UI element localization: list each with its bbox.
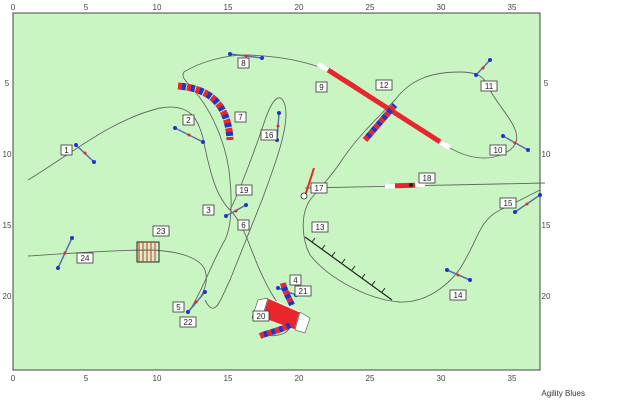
svg-text:9: 9 bbox=[319, 83, 324, 92]
y-tick-left: 15 bbox=[3, 221, 12, 230]
svg-text:14: 14 bbox=[454, 291, 463, 300]
jump-2 bbox=[173, 126, 205, 144]
x-tick-top: 20 bbox=[295, 3, 304, 12]
label-23: 23 bbox=[152, 225, 170, 237]
svg-text:21: 21 bbox=[299, 287, 308, 296]
tunnel-7-stripes bbox=[177, 82, 234, 141]
label-16: 16 bbox=[260, 129, 278, 141]
x-tick-bottom: 10 bbox=[153, 374, 162, 383]
svg-text:2: 2 bbox=[186, 116, 191, 125]
x-tick-bottom: 30 bbox=[437, 374, 446, 383]
x-axis-bottom: 0 5 10 15 20 25 30 35 bbox=[11, 374, 517, 383]
label-9: 9 bbox=[315, 81, 328, 93]
svg-text:7: 7 bbox=[238, 113, 243, 122]
svg-text:20: 20 bbox=[257, 312, 266, 321]
y-tick-right: 10 bbox=[542, 150, 551, 159]
svg-text:19: 19 bbox=[240, 186, 249, 195]
x-tick-top: 5 bbox=[84, 3, 89, 12]
x-tick-top: 25 bbox=[366, 3, 375, 12]
x-tick-bottom: 15 bbox=[224, 374, 233, 383]
aframe-20 bbox=[251, 282, 311, 339]
x-tick-bottom: 5 bbox=[84, 374, 89, 383]
jump-17 bbox=[300, 167, 315, 200]
tire-23 bbox=[136, 241, 160, 263]
tunnel-7 bbox=[177, 82, 234, 141]
label-22: 22 bbox=[179, 316, 197, 328]
svg-text:11: 11 bbox=[485, 82, 494, 91]
label-19: 19 bbox=[235, 184, 253, 196]
jump-22 bbox=[186, 290, 207, 314]
jump-24 bbox=[56, 236, 74, 270]
svg-text:10: 10 bbox=[494, 146, 503, 155]
svg-text:13: 13 bbox=[316, 223, 325, 232]
svg-text:3: 3 bbox=[206, 206, 211, 215]
x-tick-bottom: 20 bbox=[295, 374, 304, 383]
label-5: 5 bbox=[172, 301, 185, 313]
label-18: 18 bbox=[418, 172, 436, 184]
y-tick-right: 20 bbox=[542, 292, 551, 301]
x-tick-top: 35 bbox=[508, 3, 517, 12]
svg-text:16: 16 bbox=[265, 131, 274, 140]
svg-text:17: 17 bbox=[315, 184, 324, 193]
label-11: 11 bbox=[480, 80, 498, 92]
y-axis-right: 5 10 15 20 bbox=[542, 79, 551, 301]
svg-text:12: 12 bbox=[380, 81, 389, 90]
y-tick-left: 5 bbox=[5, 79, 10, 88]
svg-text:18: 18 bbox=[423, 174, 432, 183]
label-24: 24 bbox=[76, 252, 94, 264]
label-7: 7 bbox=[234, 111, 247, 123]
obstacle-labels: 1 2 3 4 5 6 7 8 9 10 11 12 13 14 15 16 1… bbox=[60, 57, 517, 328]
y-axis-left: 5 10 15 20 bbox=[3, 79, 12, 301]
svg-text:15: 15 bbox=[504, 199, 513, 208]
label-15: 15 bbox=[499, 197, 517, 209]
svg-text:6: 6 bbox=[241, 221, 246, 230]
x-tick-bottom: 0 bbox=[11, 374, 16, 383]
label-2: 2 bbox=[182, 114, 195, 126]
seesaw-18 bbox=[384, 182, 426, 189]
svg-text:23: 23 bbox=[157, 227, 166, 236]
x-tick-bottom: 25 bbox=[366, 374, 375, 383]
label-12: 12 bbox=[375, 79, 393, 91]
footer-credit: Agility Blues bbox=[541, 389, 585, 398]
jump-14 bbox=[445, 268, 472, 282]
x-tick-top: 10 bbox=[153, 3, 162, 12]
jump-10 bbox=[501, 134, 530, 152]
label-21: 21 bbox=[294, 285, 312, 297]
label-14: 14 bbox=[449, 289, 467, 301]
jump-11 bbox=[474, 58, 492, 77]
x-axis-top: 0 5 10 15 20 25 30 35 bbox=[11, 3, 517, 12]
svg-text:5: 5 bbox=[176, 303, 181, 312]
jump-6 bbox=[224, 203, 248, 218]
svg-text:24: 24 bbox=[81, 254, 90, 263]
label-13: 13 bbox=[311, 221, 329, 233]
svg-text:8: 8 bbox=[241, 59, 246, 68]
x-tick-top: 0 bbox=[11, 3, 16, 12]
x-tick-bottom: 35 bbox=[508, 374, 517, 383]
label-17: 17 bbox=[310, 182, 328, 194]
label-20: 20 bbox=[252, 310, 270, 322]
svg-text:22: 22 bbox=[184, 318, 193, 327]
jump-1 bbox=[74, 143, 96, 164]
y-tick-left: 20 bbox=[3, 292, 12, 301]
label-6: 6 bbox=[237, 219, 250, 231]
weave-poles-13 bbox=[304, 236, 393, 301]
label-4: 4 bbox=[289, 274, 302, 286]
label-8: 8 bbox=[237, 57, 250, 69]
label-1: 1 bbox=[60, 144, 73, 156]
svg-text:4: 4 bbox=[293, 276, 298, 285]
jump-15 bbox=[513, 193, 542, 214]
label-3: 3 bbox=[202, 204, 215, 216]
y-tick-right: 5 bbox=[544, 79, 549, 88]
y-tick-left: 10 bbox=[3, 150, 12, 159]
label-10: 10 bbox=[489, 144, 507, 156]
x-tick-top: 30 bbox=[437, 3, 446, 12]
dogwalk-12 bbox=[316, 61, 452, 151]
x-tick-top: 15 bbox=[224, 3, 233, 12]
y-tick-right: 15 bbox=[542, 221, 551, 230]
svg-text:1: 1 bbox=[64, 146, 69, 155]
jump-5 bbox=[228, 52, 264, 60]
